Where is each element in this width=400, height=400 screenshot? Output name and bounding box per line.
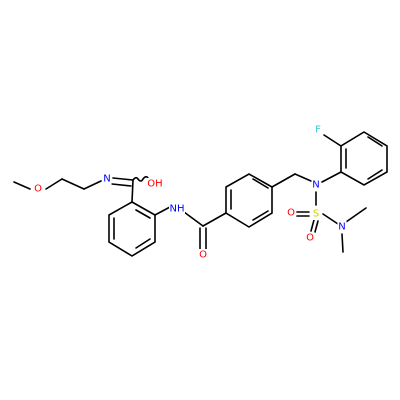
bond (135, 209, 151, 219)
benzene-ring-1 (108, 201, 156, 257)
atom-label-bg (169, 203, 185, 215)
atom-label-f: F (315, 125, 321, 136)
bond (13, 181, 31, 190)
atom-label-n-sulfonamide: N (312, 180, 319, 191)
atom-label-o-s2: O (306, 233, 314, 244)
bond (323, 134, 342, 147)
bond (131, 179, 134, 203)
atom-label-n-dimethyl: N (338, 222, 345, 233)
atom-label-bg (311, 179, 321, 191)
bond (83, 180, 102, 190)
bond (45, 178, 63, 190)
atom-label-o-methoxy: O (34, 184, 42, 195)
bond (252, 210, 269, 221)
bond (321, 171, 342, 183)
bond (341, 233, 344, 253)
atom-label-s: S (313, 209, 319, 220)
atom-label-bg (313, 124, 323, 136)
bond (252, 178, 269, 189)
atom-label-bg (305, 232, 315, 244)
atom-label-bg (33, 183, 43, 195)
bond (183, 211, 204, 227)
bond (202, 212, 227, 227)
atom-label-o-amide: O (199, 250, 207, 261)
atom-label-bg (337, 221, 347, 233)
atom-label-o-s1: O (287, 208, 295, 219)
bond-wavy (132, 175, 149, 182)
bond (111, 183, 132, 187)
bond (271, 173, 296, 188)
bond (294, 173, 312, 182)
atom-label-bg (311, 208, 321, 220)
bond (154, 206, 171, 216)
bond (314, 220, 319, 233)
atom-label-nh-amide: NH (170, 204, 185, 215)
bond (61, 178, 85, 190)
bond (135, 238, 151, 249)
bond (367, 136, 383, 147)
atom-label-n-imine: N (103, 174, 110, 185)
benzene-ring-2 (225, 173, 273, 228)
bond (367, 169, 383, 180)
atom-label-o-hydroxy: OH (147, 179, 162, 190)
bond (112, 177, 134, 181)
atom-label-bg (286, 207, 296, 219)
atom-label-bg (198, 249, 208, 261)
bond (310, 219, 315, 232)
bond (322, 213, 339, 225)
atom-label-bg (147, 178, 163, 190)
atom-label-bg (102, 173, 112, 185)
bond (345, 207, 367, 223)
benzene-ring-3 (340, 131, 388, 186)
